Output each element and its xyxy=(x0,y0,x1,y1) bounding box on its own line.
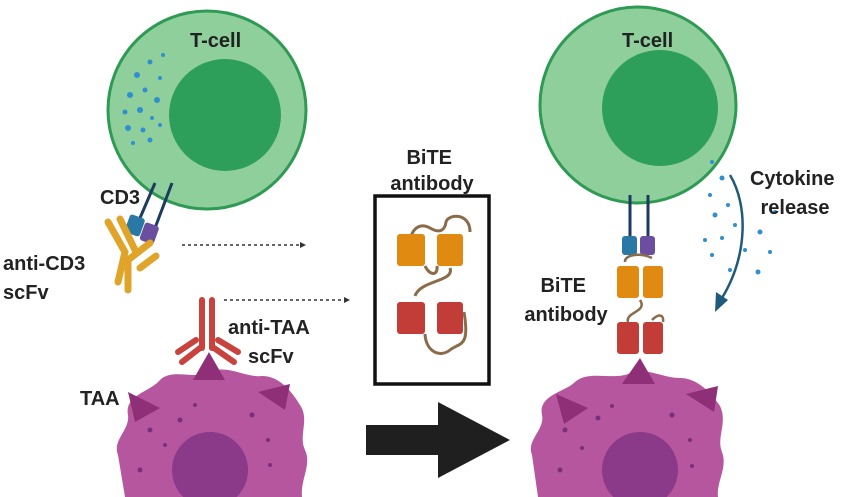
cd3-receptor-left xyxy=(124,182,174,244)
t-cell-nucleus xyxy=(169,59,281,171)
bite-bound-label: BiTE antibody xyxy=(524,275,608,326)
taa-antigen-top xyxy=(193,352,225,380)
cytokine-arrow xyxy=(720,174,744,299)
cytokine-particles xyxy=(703,160,777,275)
anti-taa-label: anti-TAA scFv xyxy=(228,317,315,368)
tumor-cell-left xyxy=(116,352,308,497)
cd3-label: CD3 xyxy=(100,187,140,209)
taa-antigen-right xyxy=(258,384,290,410)
taa-antigen-left-right xyxy=(556,394,588,424)
anti-taa-scfv xyxy=(175,297,241,365)
t-cell-label-left: T-cell xyxy=(190,30,241,52)
bite-box xyxy=(373,194,491,386)
bound-bite-antibody xyxy=(617,253,665,354)
t-cell-nucleus-right xyxy=(602,50,718,166)
bite-box-title: BiTE antibody xyxy=(390,147,474,195)
t-cell-right xyxy=(538,5,738,205)
taa-antigen-top-right xyxy=(622,358,655,384)
cytokine-label: Cytokine release xyxy=(750,168,840,219)
tumor-cell-right xyxy=(530,358,724,497)
cd3-receptor-right xyxy=(622,195,655,255)
taa-antigen-left xyxy=(128,392,160,422)
t-cell-label-right: T-cell xyxy=(622,30,673,52)
t-cell-left xyxy=(106,9,308,211)
bite-antibody-structure xyxy=(397,214,472,355)
transition-arrow xyxy=(366,402,510,478)
tumor-nucleus-right xyxy=(602,432,678,497)
taa-label: TAA xyxy=(80,388,120,410)
anti-cd3-label: anti-CD3 scFv xyxy=(3,253,91,304)
anti-cd3-scfv xyxy=(104,215,160,294)
tumor-nucleus-left xyxy=(172,432,248,497)
taa-antigen-right-right xyxy=(686,386,718,412)
